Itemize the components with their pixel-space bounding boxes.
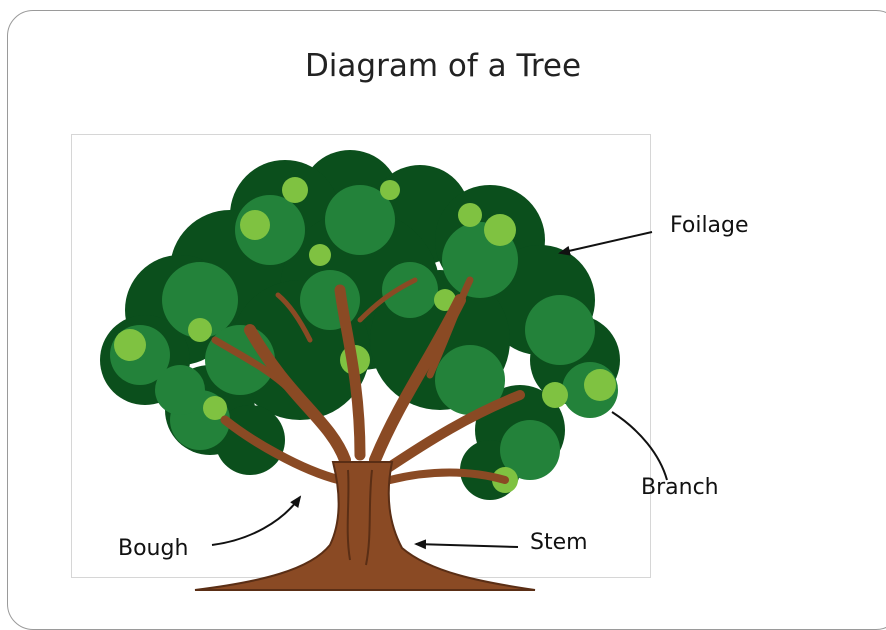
bough-arrow <box>212 497 300 545</box>
label-foilage: Foilage <box>670 213 749 238</box>
foilage-arrow <box>560 232 652 253</box>
label-branch: Branch <box>641 475 719 500</box>
label-stem: Stem <box>530 530 588 555</box>
branch-pointer-line <box>612 412 667 480</box>
label-bough: Bough <box>118 536 188 561</box>
stem-arrow <box>416 544 518 547</box>
